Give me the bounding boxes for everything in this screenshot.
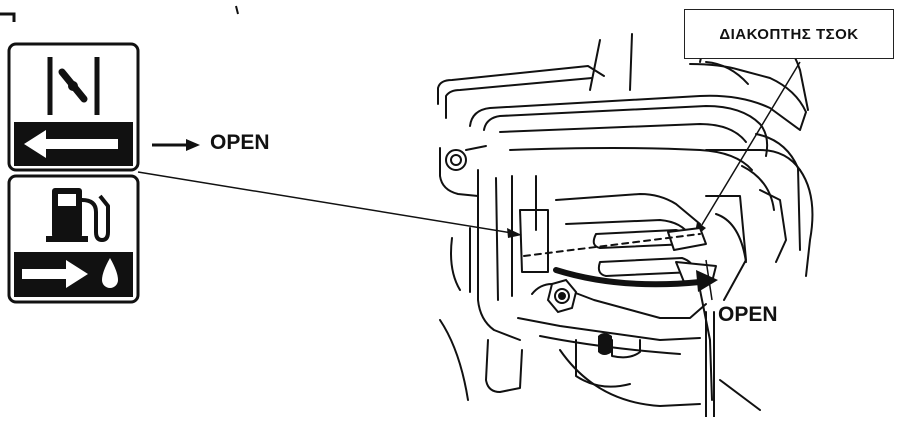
callout-box: ΔΙΑΚΟΠΤΗΣ ΤΣΟΚ <box>684 9 894 59</box>
choke-open-label: OPEN <box>210 131 270 154</box>
fuel-pump-icon <box>46 188 110 242</box>
leader-line <box>137 171 513 234</box>
engine-drawing <box>437 25 814 418</box>
arrow-left-icon <box>14 122 133 166</box>
fuel-plate <box>7 174 140 304</box>
arrow-right-icon <box>152 139 200 151</box>
symbol-plate <box>7 42 140 172</box>
choke-switch-label: ΔΙΑΚΟΠΤΗΣ ΤΣΟΚ <box>719 25 859 43</box>
bolt-icon <box>546 278 578 314</box>
arrow-right-fuel-drop-icon <box>14 252 133 297</box>
fuel-open-label: OPEN <box>718 303 778 326</box>
scan-fragment <box>235 5 239 15</box>
knob-icon <box>598 333 612 355</box>
choke-icon <box>47 57 100 115</box>
scan-fragment <box>0 12 16 22</box>
rotation-arrow-icon <box>553 267 718 292</box>
callout-leader <box>699 61 801 229</box>
open-leader <box>705 259 713 301</box>
